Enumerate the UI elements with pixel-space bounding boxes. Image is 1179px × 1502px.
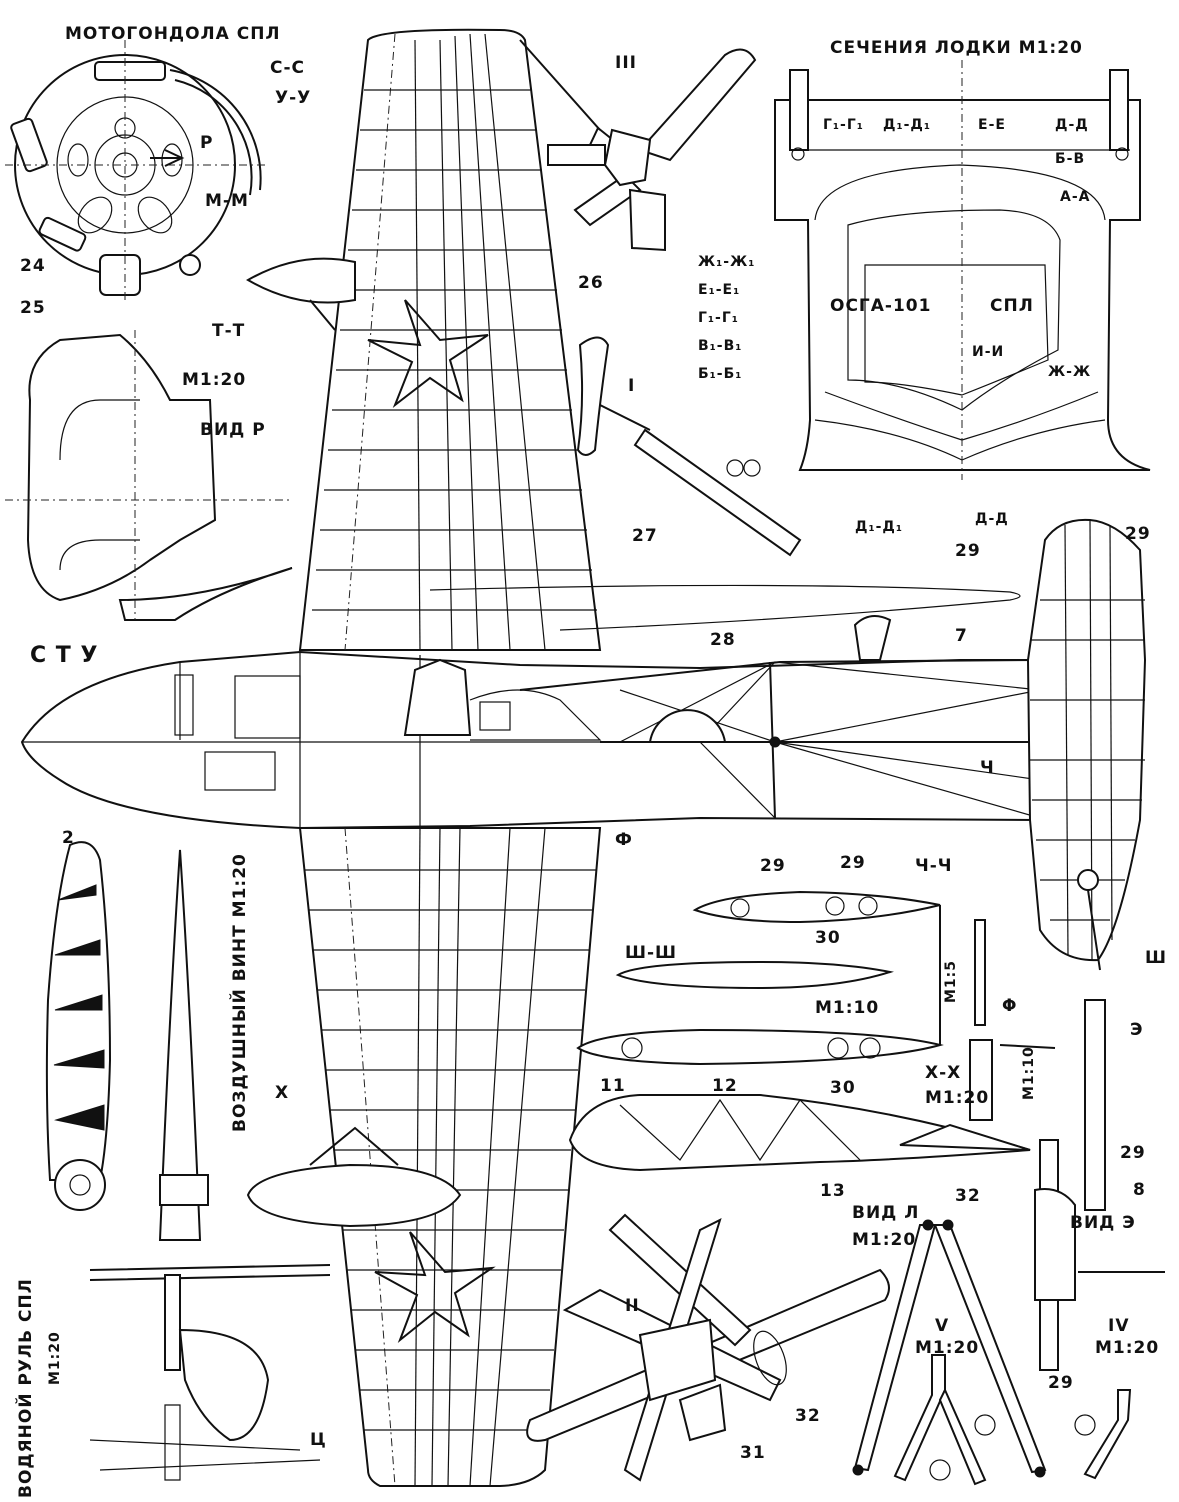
part-32-a: 32 bbox=[955, 1186, 981, 1206]
part-30-a: 30 bbox=[815, 928, 841, 948]
detail-iv-label: IV bbox=[1108, 1316, 1130, 1336]
water-rudder-title: ВОДЯНОЙ РУЛЬ СПЛ bbox=[16, 1278, 36, 1498]
hull-label-b1: Б₁-Б₁ bbox=[698, 366, 743, 382]
propeller bbox=[45, 841, 209, 1241]
label-s-s: С-С bbox=[270, 58, 306, 78]
hull-label-zh1: Ж₁-Ж₁ bbox=[698, 254, 756, 270]
label-e: Э bbox=[1130, 1020, 1144, 1040]
hull-label-osga: ОСГА-101 bbox=[830, 296, 932, 316]
detail-ii bbox=[526, 1213, 890, 1482]
hull-plan bbox=[20, 584, 1041, 830]
scale-m110: М1:10 bbox=[815, 998, 880, 1018]
label-phi-small: Φ bbox=[1002, 996, 1018, 1016]
hull-sections-title: СЕЧЕНИЯ ЛОДКИ М1:20 bbox=[830, 38, 1083, 58]
cut-row-s-t-u: С Т У bbox=[30, 643, 99, 668]
hull-label-b-v: Б-В bbox=[1055, 151, 1086, 167]
propeller-title: ВОЗДУШНЫЙ ВИНТ М1:20 bbox=[230, 853, 250, 1132]
part-27: 27 bbox=[632, 526, 658, 546]
view-l-title: ВИД Л bbox=[852, 1203, 920, 1223]
water-rudder-scale: М1:20 bbox=[47, 1331, 63, 1385]
part-7: 7 bbox=[955, 626, 968, 646]
hull-label-g1b: Г₁-Г₁ bbox=[698, 310, 739, 326]
detail-i bbox=[576, 336, 802, 557]
part-30-b: 30 bbox=[830, 1078, 856, 1098]
hull-label-a-a: А-А bbox=[1060, 189, 1091, 205]
hull-sections-drawing bbox=[774, 60, 1151, 480]
label-ch: Ч bbox=[980, 758, 995, 778]
part-8: 8 bbox=[1133, 1180, 1146, 1200]
upper-wing bbox=[245, 28, 602, 651]
scale-m15: М1:5 bbox=[943, 959, 959, 1003]
hull-label-d1-bottom: Д₁-Д₁ bbox=[855, 519, 904, 535]
hull-label-g1: Г₁-Г₁ bbox=[823, 117, 864, 133]
airfoil-sections bbox=[568, 890, 1056, 1172]
hull-label-d-bottom: Д-Д bbox=[975, 511, 1009, 527]
hull-label-spl: СПЛ bbox=[990, 296, 1034, 316]
label-t-t: Т-Т bbox=[212, 321, 246, 341]
label-ts: Ц bbox=[310, 1430, 327, 1450]
detail-v-scale: М1:20 bbox=[915, 1338, 980, 1358]
part-29-c: 29 bbox=[760, 856, 786, 876]
part-29-f: 29 bbox=[1048, 1373, 1074, 1393]
view-r-title: ВИД Р bbox=[200, 420, 266, 440]
hull-label-zh-zh: Ж-Ж bbox=[1048, 364, 1092, 380]
detail-i-label: I bbox=[628, 376, 636, 396]
label-sh: Ш bbox=[1145, 948, 1168, 968]
view-l-struts bbox=[852, 999, 1165, 1486]
label-u-u: У-У bbox=[275, 88, 312, 108]
detail-iii-label: III bbox=[615, 53, 637, 73]
label-f: Ф bbox=[615, 830, 633, 850]
view-e-title: ВИД Э bbox=[1070, 1213, 1136, 1233]
part-13: 13 bbox=[820, 1181, 846, 1201]
lower-wing bbox=[246, 827, 602, 1487]
detail-iii bbox=[519, 39, 757, 252]
label-kh: Х bbox=[275, 1083, 290, 1103]
part-29-b: 29 bbox=[1125, 524, 1151, 544]
part-11: 11 bbox=[600, 1076, 626, 1096]
label-24: 24 bbox=[20, 256, 46, 276]
section-x-scale: М1:20 bbox=[925, 1088, 990, 1108]
part-29-d: 29 bbox=[840, 853, 866, 873]
hull-label-e: Е-Е bbox=[978, 117, 1006, 133]
part-28: 28 bbox=[710, 630, 736, 650]
label-25: 25 bbox=[20, 298, 46, 318]
view-r-scale: М1:20 bbox=[182, 370, 247, 390]
part-26: 26 bbox=[578, 273, 604, 293]
nacelle-section bbox=[5, 40, 265, 300]
nacelle-title: МОТОГОНДОЛА СПЛ bbox=[65, 24, 281, 44]
hull-label-d: Д-Д bbox=[1055, 117, 1089, 133]
section-sh-title: Ш-Ш bbox=[625, 943, 678, 963]
hull-label-e1: Е₁-Е₁ bbox=[698, 282, 741, 298]
part-32-b: 32 bbox=[795, 1406, 821, 1426]
view-r-engine bbox=[5, 330, 293, 621]
detail-ii-label: II bbox=[625, 1296, 640, 1316]
hull-label-d1: Д₁-Д₁ bbox=[883, 117, 932, 133]
detail-v-label: V bbox=[935, 1316, 950, 1336]
label-m-m: М-М bbox=[205, 191, 249, 211]
water-rudder bbox=[89, 1264, 331, 1481]
detail-iv-scale: М1:20 bbox=[1095, 1338, 1160, 1358]
label-r: Р bbox=[200, 133, 214, 153]
tail-plane bbox=[1026, 518, 1147, 971]
part-2: 2 bbox=[62, 828, 75, 848]
part-31: 31 bbox=[740, 1443, 766, 1463]
hull-label-i-i: И-И bbox=[972, 344, 1005, 360]
section-ch-title: Ч-Ч bbox=[915, 856, 953, 876]
view-l-scale: М1:20 bbox=[852, 1230, 917, 1250]
part-29-e: 29 bbox=[1120, 1143, 1146, 1163]
scale-m110-vertical: М1:10 bbox=[1021, 1046, 1037, 1100]
part-12: 12 bbox=[712, 1076, 738, 1096]
hull-label-v1: В₁-В₁ bbox=[698, 338, 743, 354]
part-29-a: 29 bbox=[955, 541, 981, 561]
section-x-title: Х-Х bbox=[925, 1063, 962, 1083]
